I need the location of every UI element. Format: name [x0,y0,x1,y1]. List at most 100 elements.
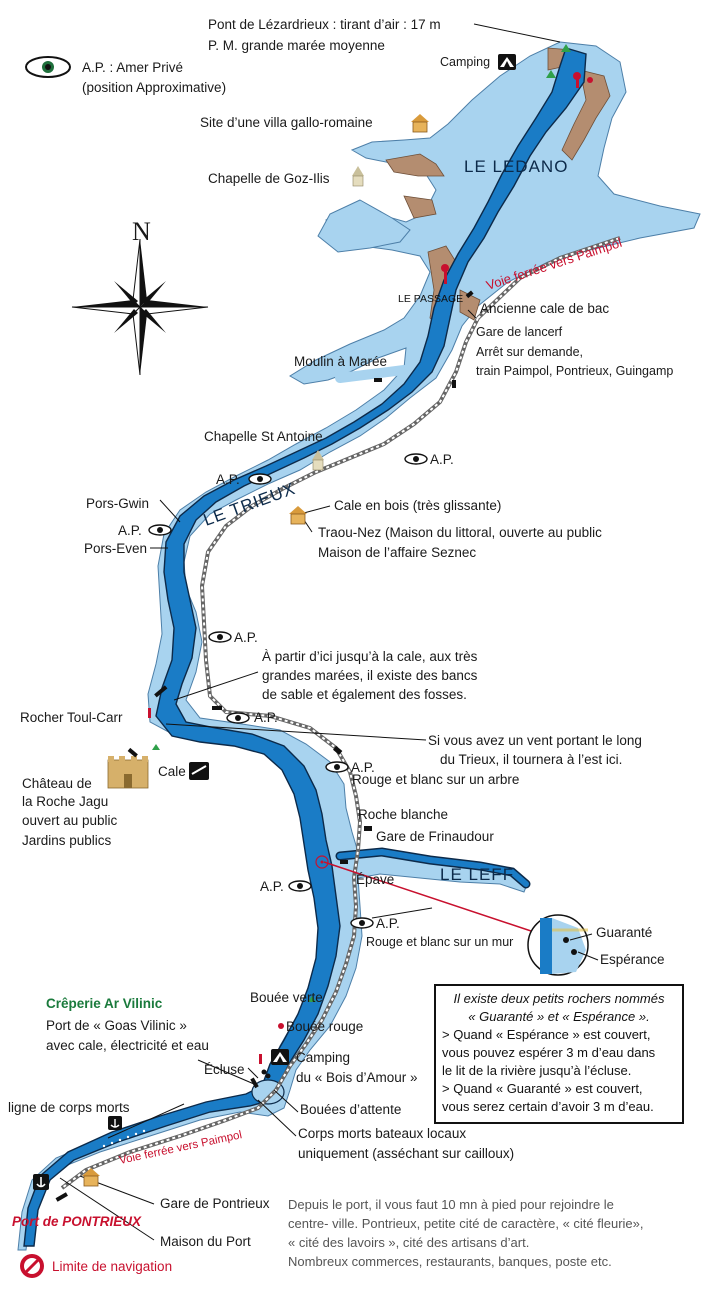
inlet-goz-ilis [317,199,411,253]
label-limite: Limite de navigation [52,1259,172,1274]
label-pont: Pont de Lézardrieux : tirant d’air : 17 … [208,17,441,32]
river-channel [23,47,587,1247]
town-line: centre- ville. Pontrieux, petite cité de… [288,1216,644,1231]
label-roche-blanche: Roche blanche [358,807,448,822]
info-line: Il existe deux petits rochers nommés [453,991,665,1006]
info-line: vous pouvez espérer 3 m d’eau dans [442,1045,656,1060]
estuary-water [17,41,701,1251]
label-ap: A.P. [254,710,278,725]
legend-ap-note: (position Approximative) [82,80,226,95]
label-cale: Cale [158,764,186,779]
label-corps-locaux: Corps morts bateaux locaux [298,1126,466,1141]
label-arret: Arrêt sur demande, [476,345,583,359]
info-line: vous serez certain d’avoir 3 m d’eau. [442,1099,654,1114]
no-entry-icon [20,1254,44,1278]
legend-eye-icon [25,56,71,78]
villa-icon [411,114,429,133]
label-pont-sub: P. M. grande marée moyenne [208,38,385,53]
label-vent: Si vous avez un vent portant le long [428,733,642,748]
label-cale-bac: Ancienne cale de bac [480,301,609,316]
mooring-line [102,1129,146,1148]
compass-rose [71,238,209,376]
info-line: le lit de la rivière jusqu’à l’écluse. [442,1063,632,1078]
town-line: Depuis le port, il vous faut 10 mn à pie… [288,1197,614,1212]
town-description: Depuis le port, il vous faut 10 mn à pie… [288,1195,708,1271]
label-goas-services: avec cale, électricité et eau [46,1038,209,1053]
label-le-passage: LE PASSAGE [398,293,463,305]
label-ecluse: Écluse [204,1062,245,1077]
label-le-leff: LE LEFF [440,865,514,884]
label-seznec: Maison de l’affaire Seznec [318,545,476,560]
camping-icon [271,1049,289,1065]
chapel-icon [312,450,324,471]
house-icon [289,506,307,525]
label-ap: A.P. [260,879,284,894]
label-camping-bois-name: du « Bois d’Amour » [296,1070,418,1085]
label-le-ledano: LE LEDANO [464,157,568,176]
label-bouee-verte: Bouée verte [250,990,323,1005]
label-port-pontrieux: Port de PONTRIEUX [12,1214,142,1229]
label-ap: A.P. [118,523,142,538]
label-bouee-rouge: Bouée rouge [286,1019,363,1034]
label-creperie: Crêperie Ar Vilinic [46,996,163,1011]
label-ap: A.P. [430,452,454,467]
zoom-inset [527,914,599,976]
info-line: > Quand « Espérance » est couvert, [442,1027,651,1042]
label-bancs: de sable et également des fosses. [262,687,467,702]
label-rocher-toul: Rocher Toul-Carr [20,710,123,725]
label-chateau: ouvert au public [22,813,118,828]
label-pors-even: Pors-Even [84,541,147,556]
label-moulin: Moulin à Marée [294,354,387,369]
anchor-icon [33,1174,49,1190]
label-corps-locaux-note: uniquement (asséchant sur cailloux) [298,1146,514,1161]
label-bouees-attente: Bouées d’attente [300,1102,401,1117]
camping-icon [498,54,516,70]
label-maison-port: Maison du Port [160,1234,251,1249]
compass-north: N [132,217,151,246]
label-epave: Épave [356,872,394,887]
label-rouge-blanc-arbre: Rouge et blanc sur un arbre [352,772,519,787]
info-line: « Guaranté » et « Espérance ». [468,1009,650,1024]
ap-eye-icon [148,453,428,929]
label-chateau: Jardins publics [22,833,112,848]
label-guarante: Guaranté [596,925,652,940]
label-ap: A.P. [234,630,258,645]
anchor-icon [108,1116,122,1130]
info-line: > Quand « Guaranté » est couvert, [442,1081,643,1096]
slipway-icon [189,762,209,780]
channel-markers [148,44,593,1079]
label-vent: du Trieux, il tournera à l’est ici. [440,752,622,767]
label-villa: Site d’une villa gallo-romaine [200,115,373,130]
label-goas-vilinic: Port de « Goas Vilinic » [46,1018,187,1033]
label-cale-bois: Cale en bois (très glissante) [334,498,501,513]
label-chateau: la Roche Jagu [22,794,108,809]
label-camping-top: Camping [440,55,490,69]
town-line: Nombreux commerces, restaurants, banques… [288,1254,612,1269]
label-ap: A.P. [351,760,375,775]
lock-basin [251,1079,285,1105]
house-icon [82,1168,100,1187]
castle-icon [107,756,149,789]
label-bancs: grandes marées, il existe des bancs [262,668,478,683]
label-gare-pontrieux: Gare de Pontrieux [160,1196,270,1211]
label-gare-lancerf: Gare de lancerf [476,325,563,339]
label-esperance: Espérance [600,952,665,967]
label-ap: A.P. [376,916,400,931]
label-arret-trains: train Paimpol, Pontrieux, Guingamp [476,364,673,378]
zoom-connector [323,861,541,935]
label-pors-gwin: Pors-Gwin [86,496,149,511]
town-line: « cité des lavoirs », cité des artisans … [288,1235,530,1250]
chapel-icon [352,166,364,187]
label-corps-morts-ligne: ligne de corps morts [8,1100,130,1115]
label-chapelle-goz: Chapelle de Goz-Ilis [208,171,330,186]
label-gare-frinaudour: Gare de Frinaudour [376,829,494,844]
label-chapelle-antoine: Chapelle St Antoine [204,429,323,444]
legend-ap-title: A.P. : Amer Privé [82,60,183,75]
label-camping-bois: Camping [296,1050,350,1065]
label-chateau: Château de [22,776,92,791]
slipway-marks [55,290,474,1202]
label-traou-nez: Traou-Nez (Maison du littoral, ouverte a… [318,525,602,540]
label-bancs: À partir d’ici jusqu’à la cale, aux très [262,649,478,664]
label-rouge-blanc-mur: Rouge et blanc sur un mur [366,935,513,949]
